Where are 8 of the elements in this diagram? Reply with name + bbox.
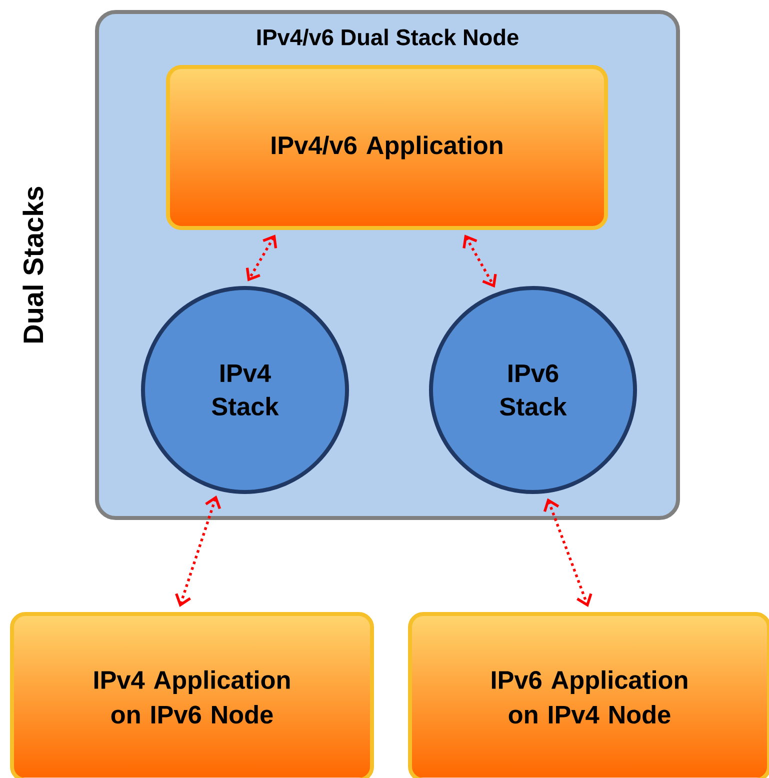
application-box: IPv4 Application on IPv6 Node [10,612,374,778]
side-label: Dual Stacks [22,186,44,342]
arrow [462,234,497,288]
arrow [543,498,592,608]
arrow [246,234,278,282]
application-box: IPv4/v6 Application [166,65,608,230]
arrow [175,496,222,607]
application-box: IPv6 Application on IPv4 Node [408,612,769,778]
